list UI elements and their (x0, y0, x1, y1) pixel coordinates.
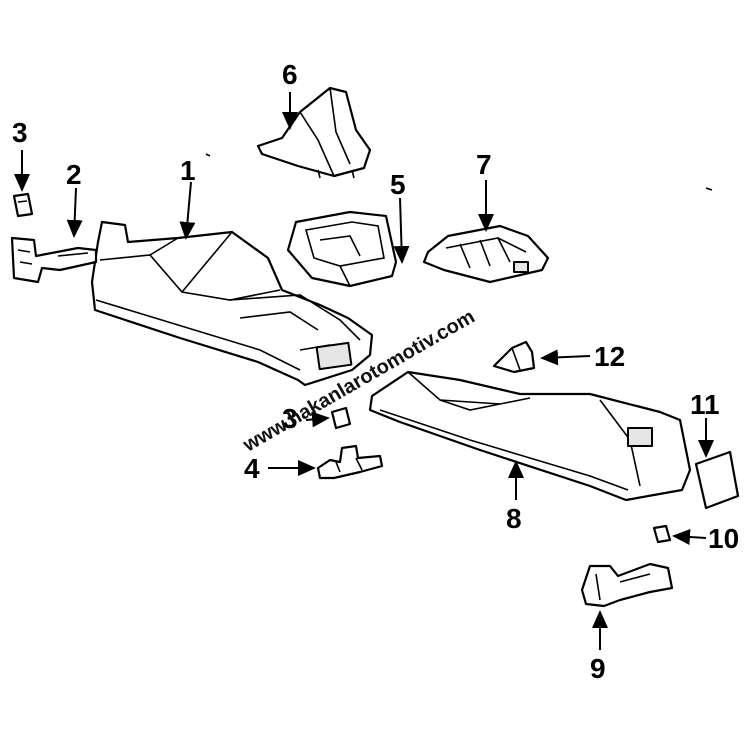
console-mount-bracket-part (316, 444, 384, 480)
callout-8: 8 (506, 503, 522, 534)
callout-1: 1 (180, 155, 196, 186)
callout-4: 4 (244, 453, 260, 484)
callout-labels: 1 2 3 3 4 5 6 7 8 9 10 11 12 (12, 59, 739, 684)
callout-2: 2 (66, 159, 82, 190)
end-cap-part (694, 450, 740, 510)
rear-mount-bracket-part (580, 562, 674, 608)
callout-12: 12 (594, 341, 625, 372)
rear-clip-part (652, 524, 672, 544)
callout-3-upper: 3 (12, 117, 28, 148)
callout-9: 9 (590, 653, 606, 684)
callout-3-lower: 3 (282, 403, 298, 434)
callout-11: 11 (690, 389, 720, 420)
callout-6: 6 (282, 59, 298, 90)
clip-part-lower (330, 406, 352, 430)
rear-console-part (368, 370, 692, 502)
callout-7: 7 (476, 149, 492, 180)
clip-part-upper (12, 192, 34, 218)
front-console-part (90, 220, 374, 387)
console-lid-part (422, 224, 550, 284)
callout-10: 10 (708, 523, 739, 554)
leader-lines (14, 92, 714, 650)
stray-mark (705, 187, 713, 191)
front-bracket-part (10, 236, 98, 284)
stray-mark (205, 153, 211, 157)
console-tray-part (286, 210, 398, 288)
parking-brake-boot-part (492, 340, 536, 374)
shift-boot-part (256, 86, 372, 179)
callout-5: 5 (390, 169, 406, 200)
